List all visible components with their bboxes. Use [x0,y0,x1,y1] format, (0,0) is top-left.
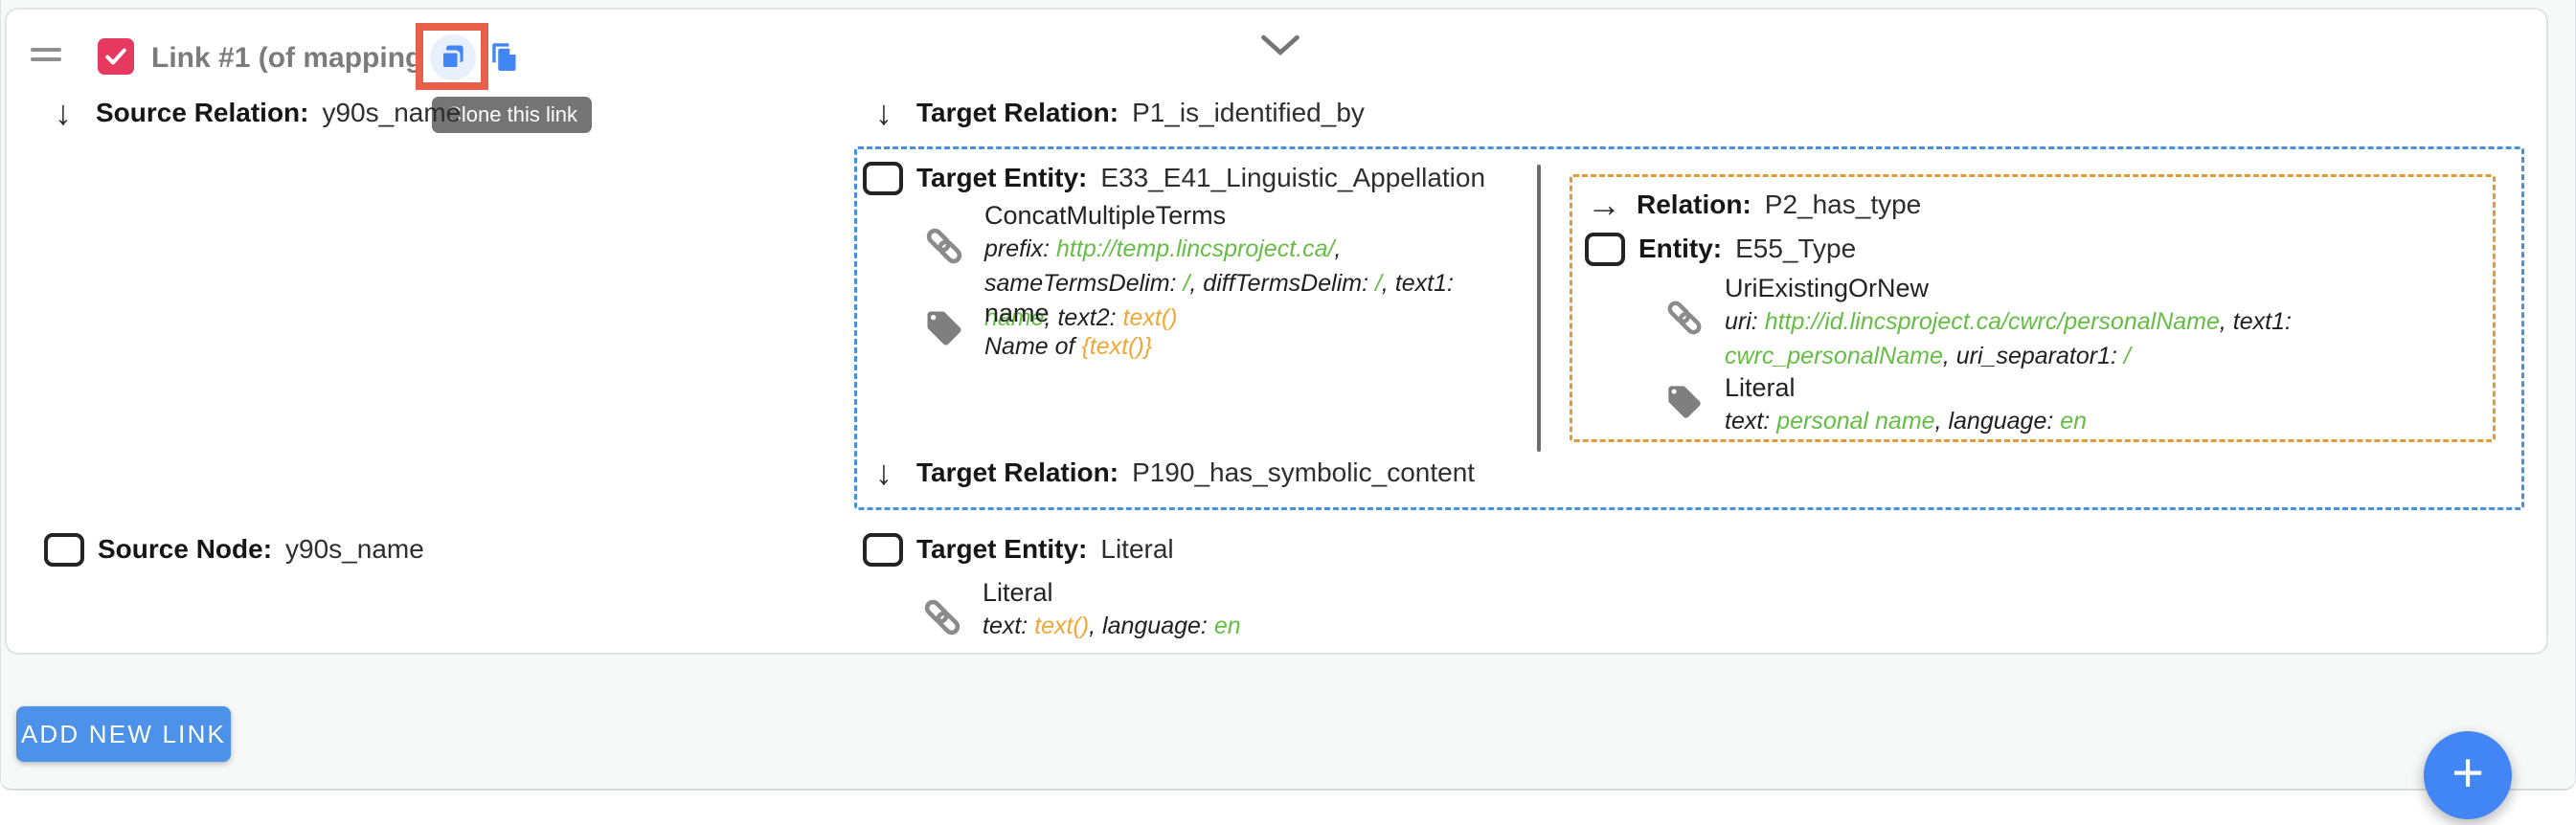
source-node-checkbox[interactable] [44,532,84,567]
link-card [5,8,2548,655]
arrow-down-icon: ↓ [55,93,72,132]
generator-args: uri: http://id.lincsproject.ca/cwrc/pers… [1725,308,2292,369]
intermediate-entity-box [1570,174,2496,442]
label-name: Literal [1725,373,1796,402]
source-relation-value: y90s_name [322,98,462,127]
add-new-link-button[interactable]: ADD NEW LINK [16,706,231,762]
link-icon [921,199,967,335]
source-node-row: Source Node: y90s_name [44,530,424,569]
add-fab-button[interactable]: + [2424,731,2512,819]
target-relation2-value: P190_has_symbolic_content [1132,457,1476,487]
intermediate-entity-row: Entity: E55_Type [1585,230,1856,268]
intermediate-relation-row: → Relation: P2_has_type [1585,186,1921,224]
target-relation2-row: ↓ Target Relation: P190_has_symbolic_con… [865,454,1475,492]
target-relation-value: P1_is_identified_by [1132,98,1365,127]
intermediate-relation-value: P2_has_type [1764,190,1922,219]
target-entity2-value: Literal [1100,534,1174,564]
copy-icon [492,43,516,71]
generator-name: Literal [983,578,1053,607]
label-name: name [984,299,1050,327]
target-relation2-label: Target Relation: [916,457,1119,487]
target-entity2-checkbox[interactable] [863,532,903,567]
clone-tooltip: Clone this link [432,97,592,133]
source-node-value: y90s_name [285,534,424,564]
collapse-chevron-icon[interactable] [1260,33,1300,57]
intermediate-entity-value: E55_Type [1735,234,1857,263]
generator-args: text: text(), language: en [983,613,1241,639]
plus-icon: + [2452,742,2484,804]
label-args: Name of {text()} [984,333,1153,360]
intermediate-entity-checkbox[interactable] [1585,232,1625,266]
target-entity-label: Target Entity: [916,163,1088,192]
literal-label-block: Literal text: personal name, language: e… [1661,371,2087,438]
intermediate-entity-label: Entity: [1638,234,1723,263]
tag-icon [921,297,967,364]
target-entity2-row: Target Entity: Literal [863,530,1174,569]
concat-generator-block: ConcatMultipleTerms prefix: http://temp.… [921,199,1525,335]
generator-args: prefix: http://temp.lincsproject.ca/, sa… [984,235,1454,331]
link-icon [919,576,965,643]
target-entity-value: E33_E41_Linguistic_Appellation [1100,163,1486,192]
drag-handle-icon[interactable] [31,48,63,63]
clone-icon [440,45,463,70]
target-entity2-label: Target Entity: [916,534,1088,564]
highlight-annotation-box [416,23,488,90]
arrow-down-icon: ↓ [875,453,893,492]
target-entity-box [854,146,2524,510]
vertical-divider [1537,165,1541,452]
arrow-right-icon: → [1587,185,1621,224]
intermediate-relation-label: Relation: [1637,190,1751,219]
checkmark-icon [105,48,126,65]
link-select-checkbox[interactable] [98,38,134,75]
source-relation-row: ↓ Source Relation: y90s_name [44,94,461,132]
name-label-block: name Name of {text()} [921,297,1152,364]
link-icon [1661,272,1707,373]
generator-name: UriExistingOrNew [1725,274,1930,302]
source-relation-label: Source Relation: [96,98,309,127]
uri-generator-block: UriExistingOrNew uri: http://id.lincspro… [1661,272,2485,373]
target-entity-checkbox[interactable] [863,161,903,195]
arrow-down-icon: ↓ [875,93,893,132]
generator-name: ConcatMultipleTerms [984,201,1227,230]
literal-generator-block: Literal text: text(), language: en [919,576,1241,643]
tag-icon [1661,371,1707,438]
target-relation-row: ↓ Target Relation: P1_is_identified_by [865,94,1365,132]
copy-link-button[interactable] [490,42,519,71]
target-entity-row: Target Entity: E33_E41_Linguistic_Appell… [863,159,1485,197]
source-node-label: Source Node: [98,534,273,564]
target-relation-label: Target Relation: [916,98,1119,127]
label-args: text: personal name, language: en [1725,408,2088,435]
clone-link-button[interactable] [430,34,476,80]
